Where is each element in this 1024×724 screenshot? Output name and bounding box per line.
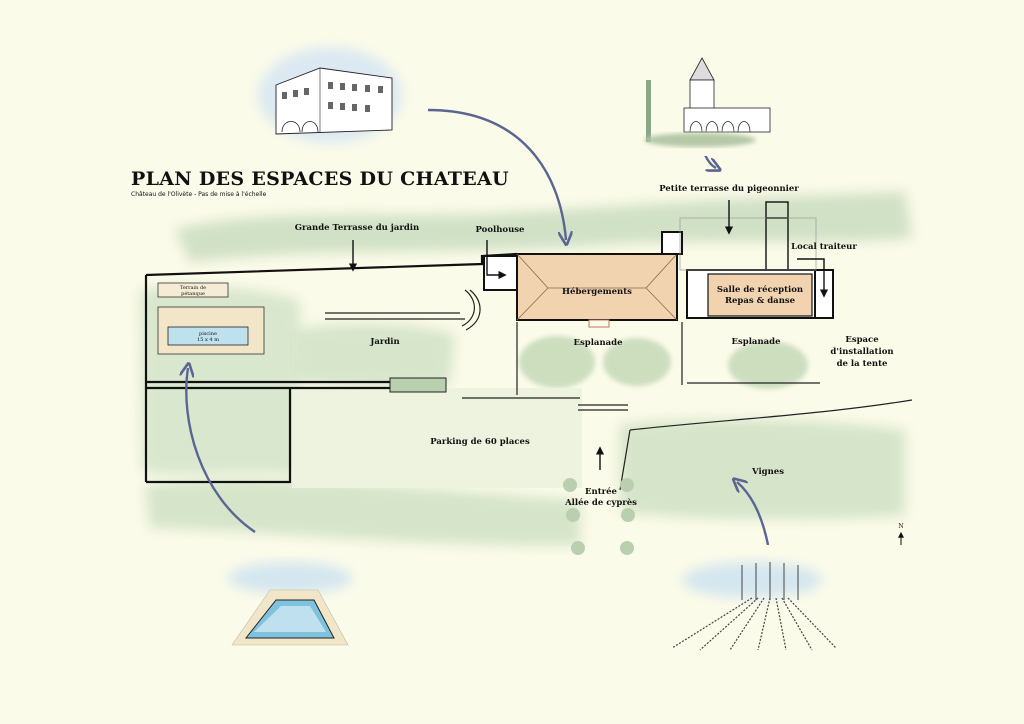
map-subtitle: Château de l'Olivète - Pas de mise à l'é… — [131, 191, 267, 198]
label-grande-terrasse: Grande Terrasse du jardin — [295, 223, 419, 233]
vegetation-wash — [140, 192, 912, 546]
map-title: PLAN DES ESPACES DU CHATEAU — [131, 168, 509, 190]
pointer-arrows — [348, 200, 829, 470]
pigeonnier-sketch — [640, 48, 778, 156]
label-entree: Entrée — [585, 486, 617, 497]
chateau-sketch — [254, 36, 414, 148]
label-allee-cypres: Allée de cyprès — [564, 497, 637, 508]
pool-area: piscine 15 x 4 m — [157, 306, 265, 355]
label-repas-danse: Repas & danse — [725, 296, 796, 306]
label-esplanade-left: Esplanade — [574, 338, 624, 348]
north-indicator: N — [898, 523, 904, 545]
svg-text:piscine: piscine — [199, 331, 217, 337]
label-espace-tente-2: d'installation — [830, 347, 893, 357]
svg-text:pétanque: pétanque — [181, 290, 205, 297]
svg-text:Terrain de: Terrain de — [180, 285, 206, 291]
label-poolhouse: Poolhouse — [476, 225, 526, 235]
label-hebergements: Hébergements — [562, 286, 632, 297]
label-local-traiteur: Local traiteur — [791, 242, 857, 252]
vineyard-sketch — [664, 545, 844, 657]
poolside-bar — [389, 377, 447, 393]
label-vignes: Vignes — [751, 467, 784, 477]
hebergements-building — [516, 231, 683, 328]
illustration-arrows — [186, 108, 770, 546]
svg-text:N: N — [898, 523, 903, 530]
svg-text:15 x 4 m: 15 x 4 m — [197, 337, 219, 343]
terrain-petanque: Terrain de pétanque — [157, 282, 229, 298]
cypress-trees — [563, 478, 635, 555]
label-espace-tente-3: de la tente — [837, 359, 888, 369]
salle-reception-building — [679, 201, 834, 319]
poolhouse-building — [483, 255, 518, 291]
label-jardin: Jardin — [369, 337, 399, 347]
label-petite-terrasse: Petite terrasse du pigeonnier — [659, 184, 799, 194]
label-parking: Parking de 60 places — [430, 437, 530, 447]
pool-sketch — [220, 548, 360, 658]
label-salle-reception: Salle de réception — [717, 284, 803, 295]
parking-area — [292, 388, 582, 488]
label-esplanade-right: Esplanade — [732, 337, 782, 347]
label-espace-tente-1: Espace — [845, 335, 879, 345]
